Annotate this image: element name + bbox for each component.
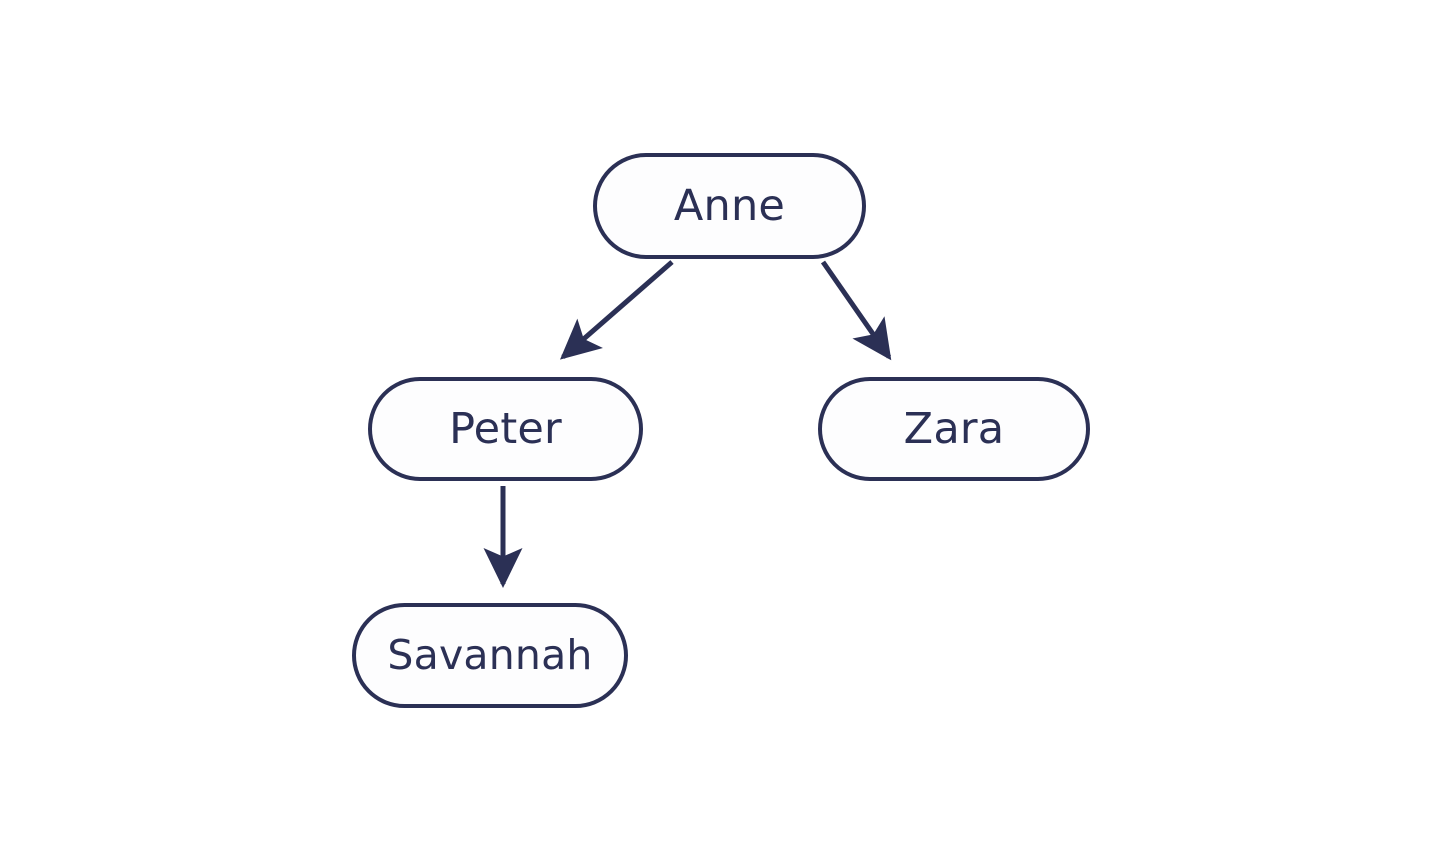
node-label-zara: Zara: [903, 403, 1005, 454]
edge-anne-peter: [559, 260, 674, 360]
edge-anne-zara: [820, 260, 892, 361]
node-label-anne: Anne: [673, 180, 786, 231]
node-peter[interactable]: Peter: [368, 377, 643, 481]
node-savannah[interactable]: Savannah: [352, 603, 628, 708]
node-label-peter: Peter: [449, 403, 562, 454]
node-label-savannah: Savannah: [387, 631, 593, 679]
node-anne[interactable]: Anne: [593, 153, 866, 259]
node-zara[interactable]: Zara: [818, 377, 1090, 481]
edge-line-anne-zara: [820, 260, 892, 361]
edge-line-anne-peter: [559, 260, 674, 360]
